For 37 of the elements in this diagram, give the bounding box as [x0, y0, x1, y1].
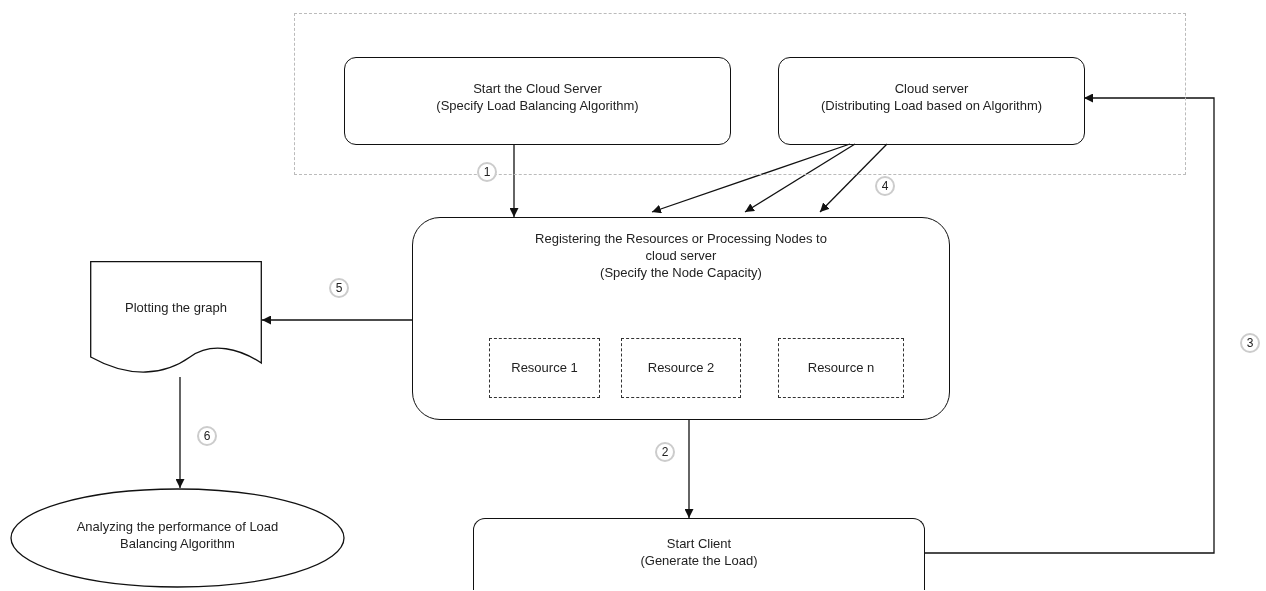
dashed-group-box — [294, 13, 1186, 175]
node-title: Plotting the graph — [124, 299, 228, 316]
arrow — [651, 143, 851, 214]
node-title: Resource 1 — [510, 359, 579, 376]
arrow — [175, 376, 185, 489]
node-title: Start Client — [665, 535, 733, 552]
arrow — [261, 315, 413, 325]
node-subtitle: (Specify Load Balancing Algorithm) — [435, 97, 640, 114]
node-title: Cloud server — [893, 80, 970, 97]
node-title: Resource n — [806, 359, 876, 376]
step-number: 2 — [655, 442, 675, 462]
arrow — [684, 419, 694, 519]
process-box — [412, 217, 950, 420]
arrow — [924, 93, 1215, 554]
step-number: 3 — [1240, 333, 1260, 353]
node-title: Analyzing the performance of Load Balancing Algorithm — [75, 518, 280, 552]
step-number: 4 — [875, 176, 895, 196]
node-title: Start the Cloud Server — [472, 80, 603, 97]
node-subtitle: (Generate the Load) — [639, 552, 759, 569]
step-number: 5 — [329, 278, 349, 298]
resource-box — [621, 338, 741, 398]
resource-box — [489, 338, 600, 398]
step-number: 6 — [197, 426, 217, 446]
process-box — [778, 57, 1085, 145]
arrow — [819, 143, 888, 213]
node-title: Resource 2 — [646, 359, 716, 376]
arrow — [509, 143, 519, 218]
resource-box — [778, 338, 904, 398]
process-box — [344, 57, 731, 145]
node-subtitle: (Distributing Load based on Algorithm) — [819, 97, 1044, 114]
arrow — [744, 143, 856, 213]
step-number: 1 — [477, 162, 497, 182]
node-subtitle: (Specify the Node Capacity) — [599, 264, 763, 281]
node-title: Registering the Resources or Processing Nodes to cloud server — [534, 230, 828, 264]
document-shape — [90, 261, 262, 373]
process-box — [473, 518, 925, 590]
ellipse-node — [10, 488, 345, 588]
